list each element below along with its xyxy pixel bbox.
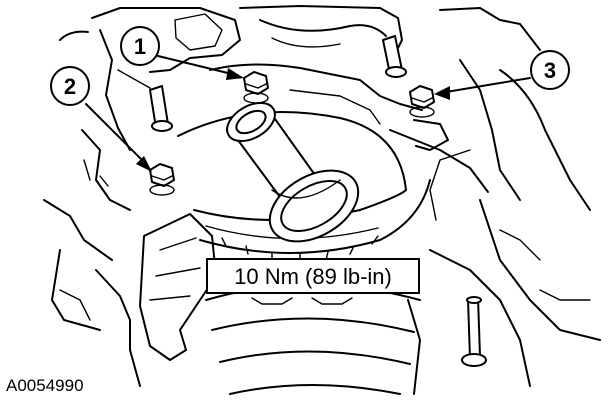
figure-id: A0054990 [6,376,84,395]
callout-3: 3 [434,50,570,100]
bolt-3-icon [409,85,435,118]
callout-3-label: 3 [544,58,556,83]
callout-2: 2 [50,66,152,172]
bolt-1-icon [243,71,269,104]
torque-spec-text: 10 Nm (89 lb-in) [234,264,392,289]
crankshaft-sprocket-assembly [177,102,431,263]
callout-1-label: 1 [134,34,146,59]
bolt-2-icon [149,163,175,196]
torque-spec-box: 10 Nm (89 lb-in) [206,258,420,294]
engine-block-linework [43,5,601,395]
callout-2-label: 2 [64,74,76,99]
studs [149,35,487,367]
callout-1: 1 [120,26,244,80]
